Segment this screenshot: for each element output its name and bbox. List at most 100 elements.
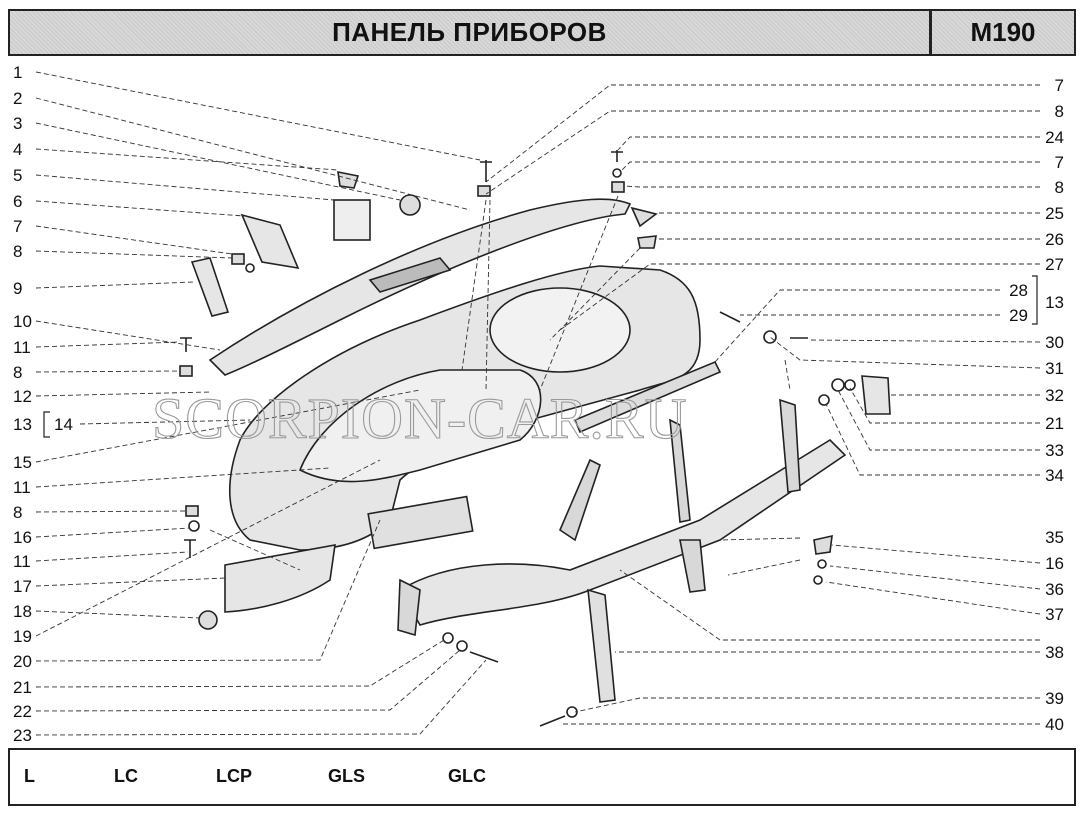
- bolt: [719, 311, 741, 323]
- callout-number: 11: [13, 338, 31, 357]
- assembly-arrow: [209, 529, 301, 571]
- washer: [456, 640, 468, 652]
- leader-line: [35, 320, 221, 351]
- callout-number: 8: [13, 503, 22, 522]
- cross-car-beam: [398, 438, 847, 626]
- leader-line: [79, 419, 251, 425]
- leader-line: [574, 697, 1040, 713]
- nut: [611, 181, 625, 193]
- leader-line: [485, 110, 1040, 195]
- callout-number: 8: [13, 363, 22, 382]
- clip: [813, 534, 833, 555]
- grommet: [399, 194, 421, 216]
- callout-number: 21: [13, 678, 32, 697]
- callout-bracket-28-29: [1032, 275, 1038, 325]
- callout-number: 8: [13, 242, 22, 261]
- callout-number: 3: [13, 114, 22, 133]
- dash-upper-trim: [208, 198, 632, 376]
- callout-number: 16: [1045, 554, 1064, 573]
- callout-number: 10: [13, 312, 32, 331]
- callout-number: 20: [13, 652, 32, 671]
- beam-support: [669, 418, 691, 523]
- washer: [844, 379, 856, 391]
- leader-line: [485, 84, 1040, 183]
- leader-line: [35, 459, 381, 637]
- leader-line: [35, 519, 381, 662]
- variant-label: LCP: [216, 766, 252, 786]
- steering-support: [679, 539, 706, 593]
- callout-number: 4: [13, 140, 22, 159]
- washer: [813, 575, 823, 585]
- page-title: ПАНЕЛЬ ПРИБОРОВ: [332, 17, 607, 47]
- screw: [611, 150, 623, 162]
- leader-line: [35, 659, 487, 736]
- leader-line: [35, 250, 233, 259]
- callout-number: 5: [13, 166, 22, 185]
- screw: [184, 539, 196, 558]
- callout-number: 9: [13, 279, 22, 298]
- leader-line: [35, 225, 233, 255]
- callout-number: 32: [1045, 386, 1064, 405]
- header-bar: ПАНЕЛЬ ПРИБОРОВ M190: [8, 9, 1076, 56]
- leader-line: [35, 148, 339, 171]
- callout-number: 7: [1055, 153, 1064, 172]
- callout-number: 13: [13, 415, 32, 434]
- leader-line: [849, 387, 1040, 424]
- side-bracket: [240, 213, 300, 270]
- washer: [245, 263, 255, 273]
- assembly-arrow: [719, 537, 801, 541]
- variant-footer: L LC LCP GLS GLC: [8, 748, 1076, 806]
- leader-line: [35, 200, 245, 217]
- beam-support: [559, 458, 601, 542]
- callout-number: 15: [13, 453, 32, 472]
- leader-line: [35, 97, 471, 211]
- nut: [231, 253, 245, 265]
- callout-number: 7: [1055, 76, 1064, 95]
- clip: [337, 170, 360, 189]
- vent-grille: [368, 257, 452, 293]
- leader-line: [35, 391, 211, 397]
- leader-line: [35, 71, 481, 161]
- hinge-plate: [861, 375, 891, 415]
- beam-support: [779, 398, 801, 493]
- leader-line: [35, 510, 187, 513]
- callout-number: 25: [1045, 204, 1064, 223]
- assembly-arrow: [539, 195, 619, 391]
- bolt: [539, 715, 566, 727]
- variant-label: GLS: [328, 766, 366, 786]
- leader-line: [35, 467, 331, 488]
- leader-line: [35, 639, 445, 688]
- leader-line: [35, 341, 181, 348]
- callout-number: 6: [13, 192, 22, 211]
- callout-number: 21: [1045, 414, 1064, 433]
- callout-number: 31: [1045, 359, 1064, 378]
- callout-number: 12: [13, 387, 32, 406]
- callout-number: 18: [13, 602, 32, 621]
- leader-line: [35, 551, 189, 562]
- callout-number: 13: [1045, 293, 1064, 312]
- nut: [185, 505, 199, 517]
- leader-line: [825, 403, 1040, 476]
- nut: [477, 185, 491, 197]
- variant-label: L: [24, 766, 35, 786]
- callout-number: 8: [1055, 178, 1064, 197]
- corner-pad: [630, 206, 658, 228]
- callout-number: 27: [1045, 255, 1064, 274]
- callout-number: 35: [1045, 528, 1064, 547]
- catalog-code: M190: [929, 11, 1074, 54]
- callout-number: 14: [54, 415, 73, 434]
- callout-number: 39: [1045, 689, 1064, 708]
- leader-line: [35, 577, 227, 587]
- leader-line: [35, 389, 421, 463]
- callout-number: 28: [1009, 281, 1028, 300]
- callout-number: 1: [13, 63, 22, 82]
- washer: [831, 378, 845, 392]
- leader-line: [35, 281, 195, 289]
- side-bracket: [190, 257, 230, 317]
- washer: [188, 520, 200, 532]
- callout-number: 34: [1045, 466, 1064, 485]
- leader-line: [809, 339, 1041, 343]
- washer: [817, 559, 827, 569]
- lower-bracket: [587, 588, 616, 703]
